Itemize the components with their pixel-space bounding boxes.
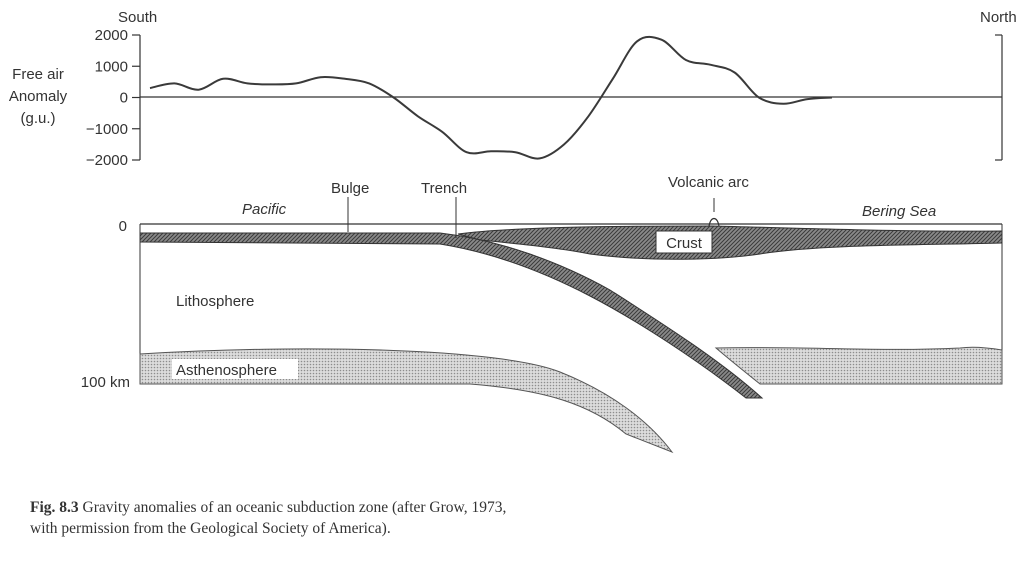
section-panel: 0 100 km Pacific Bering Sea Bulge Trench… xyxy=(81,174,1003,454)
y-tick-label: 1000 xyxy=(95,58,128,75)
ylabel-line-1: Free air xyxy=(12,66,64,83)
subducting-slab xyxy=(139,232,764,399)
north-label: North xyxy=(980,9,1017,26)
volcano-marker xyxy=(708,217,720,227)
trench-label: Trench xyxy=(421,180,467,197)
y-tick-label: −2000 xyxy=(86,152,128,169)
crust-bering xyxy=(457,225,1003,260)
volcanic-arc-label: Volcanic arc xyxy=(668,174,749,191)
bering-sea-label: Bering Sea xyxy=(862,203,936,220)
asthenosphere-bering xyxy=(714,346,1003,385)
asthenosphere-label: Asthenosphere xyxy=(176,362,277,379)
y-tick-label: −1000 xyxy=(86,121,128,138)
depth-0-label: 0 xyxy=(119,218,127,235)
ylabel-line-2: Anomaly xyxy=(9,88,68,105)
y-tick-label: 0 xyxy=(120,90,128,107)
crust-label-box xyxy=(655,230,713,254)
asthenosphere-label-box xyxy=(172,359,298,379)
lithosphere-label: Lithosphere xyxy=(176,293,254,310)
south-label: South xyxy=(118,9,157,26)
anomaly-curve xyxy=(149,35,833,160)
ylabel-line-3: (g.u.) xyxy=(20,110,55,127)
bulge-label: Bulge xyxy=(331,180,369,197)
y-ticks: 2000 1000 0 −1000 −2000 xyxy=(86,27,140,169)
depth-100km-label: 100 km xyxy=(81,374,130,391)
crust-label: Crust xyxy=(666,235,703,252)
caption-text: Gravity anomalies of an oceanic subducti… xyxy=(30,499,507,537)
pacific-label: Pacific xyxy=(242,201,287,218)
gravity-panel: South North Free air Anomaly (g.u.) 2000… xyxy=(9,9,1017,169)
caption-number: Fig. 8.3 xyxy=(30,499,79,516)
y-tick-label: 2000 xyxy=(95,27,128,44)
figure-caption: Fig. 8.3 Gravity anomalies of an oceanic… xyxy=(30,497,510,539)
